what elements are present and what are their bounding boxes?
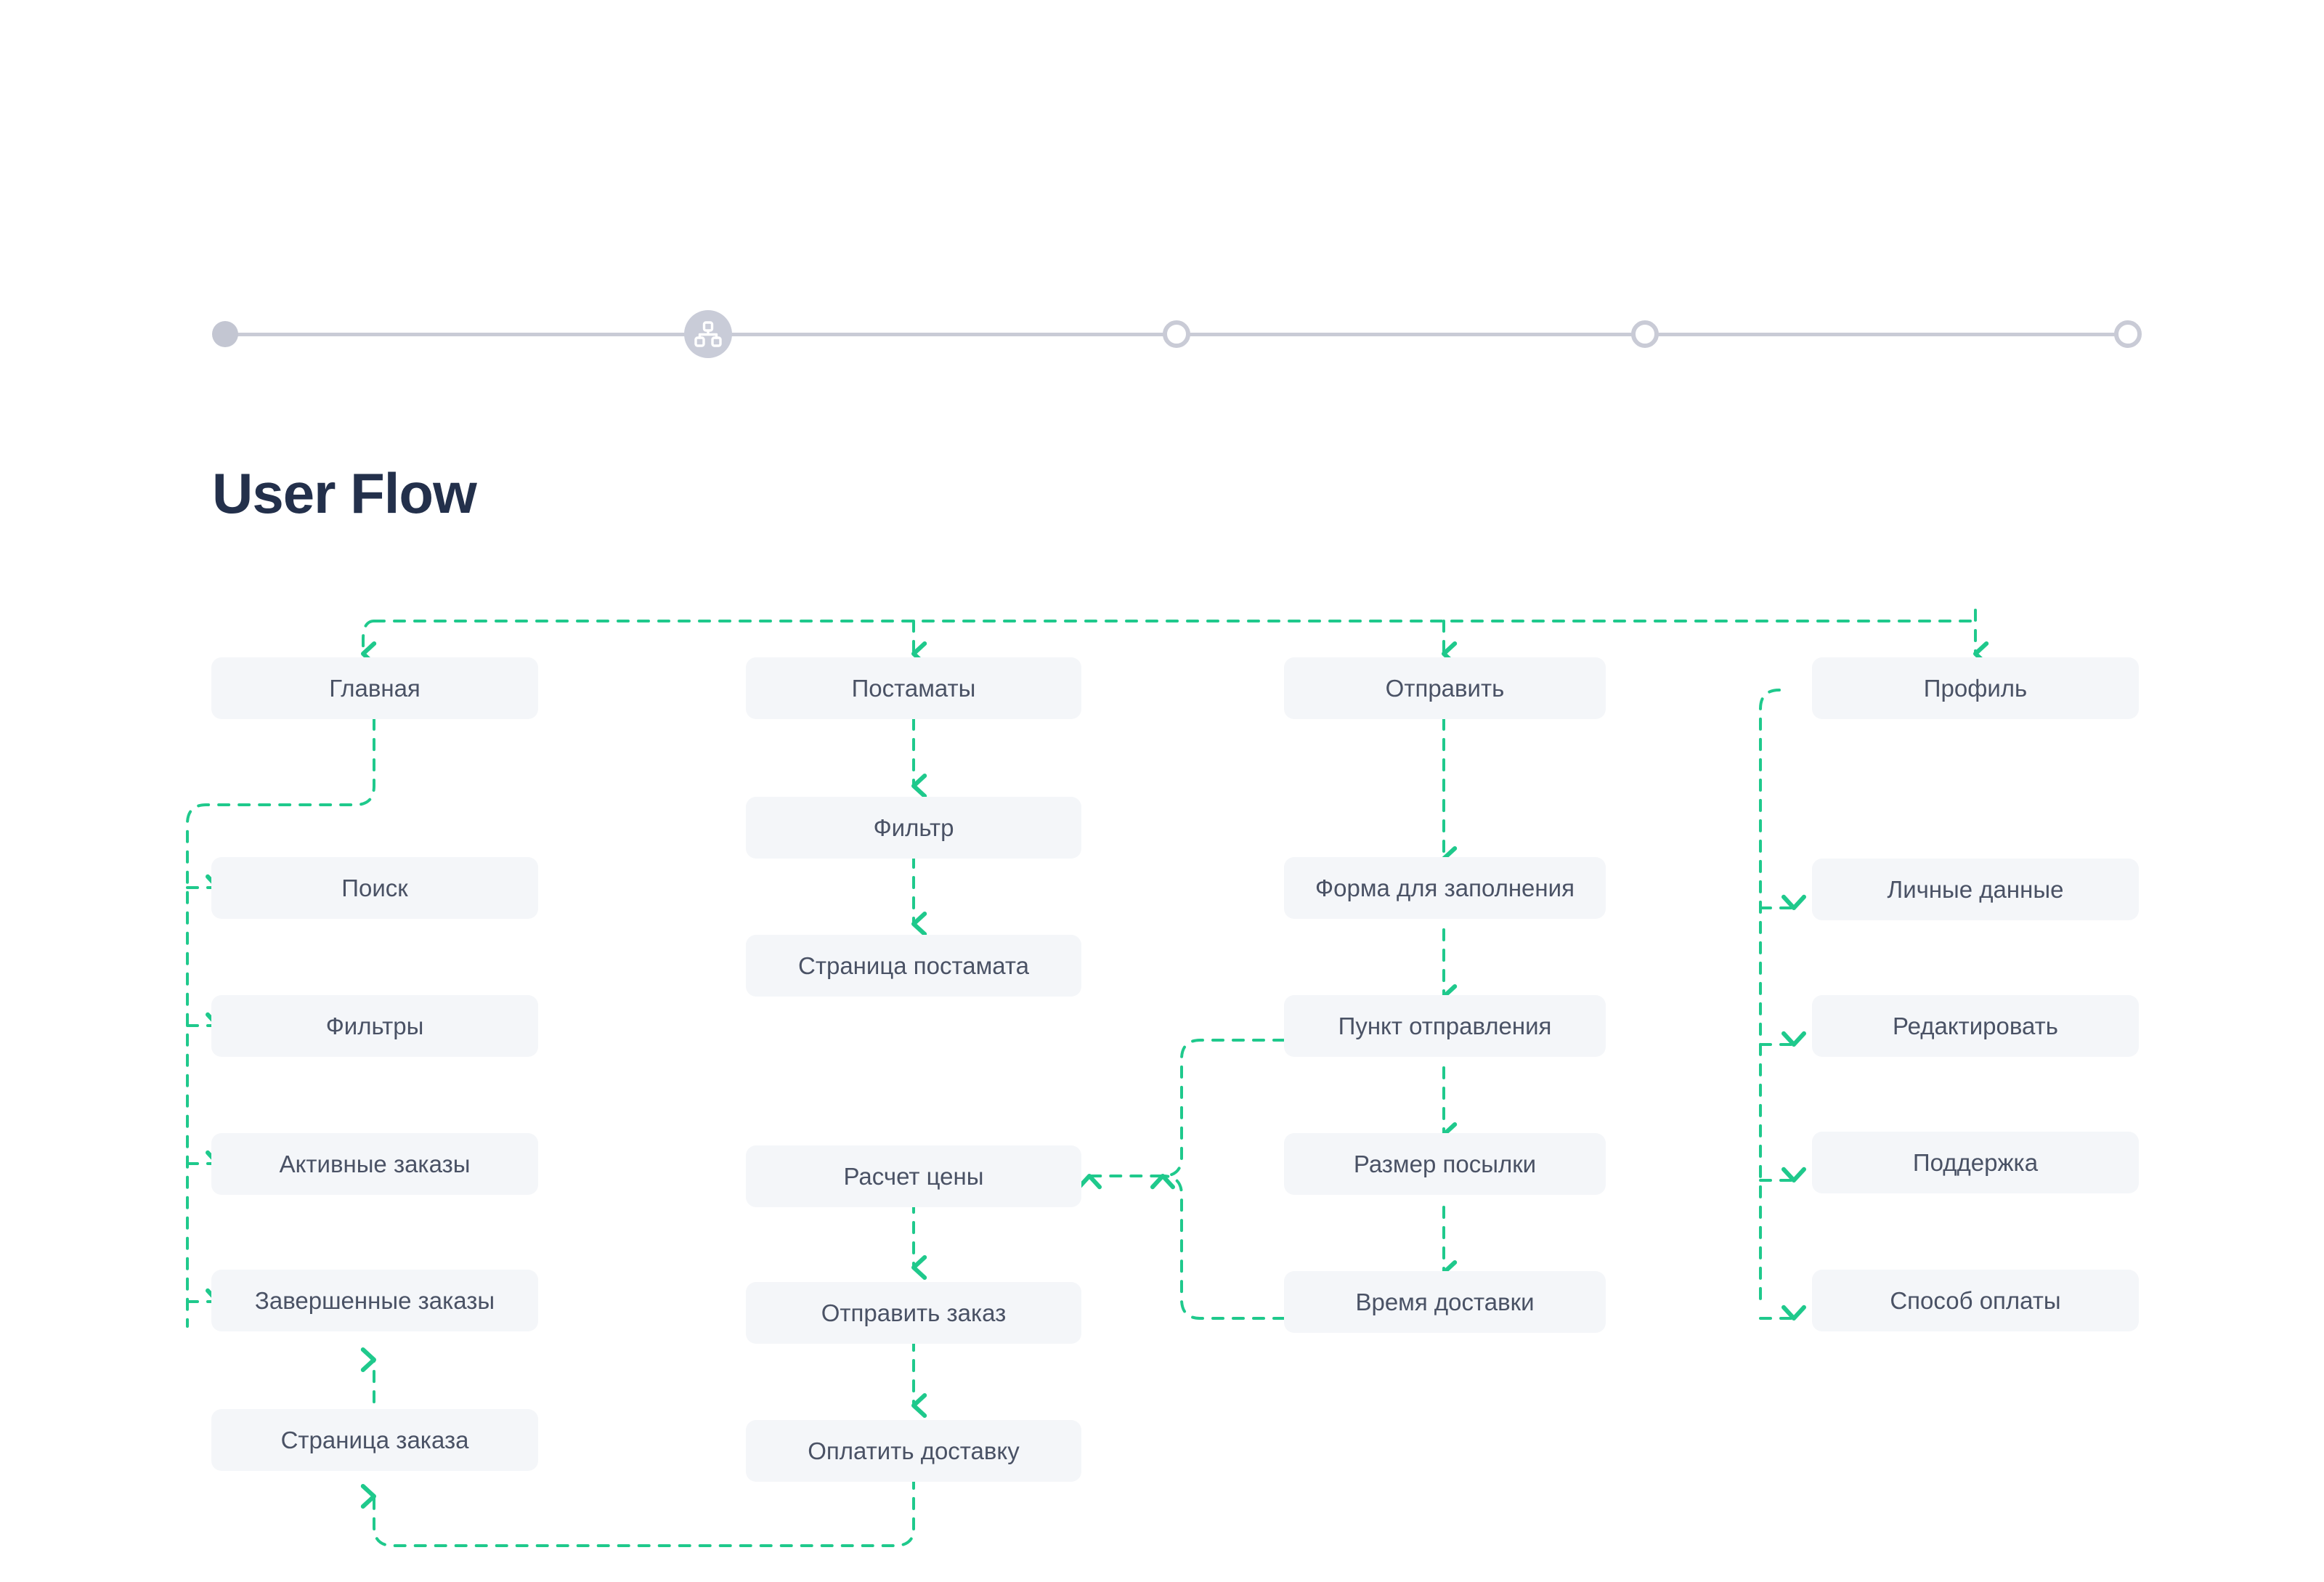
stepper-step-4[interactable] bbox=[1631, 320, 1659, 348]
flow-node-razmer-posylki[interactable]: Размер посылки bbox=[1284, 1133, 1606, 1195]
flow-node-redaktirovat[interactable]: Редактировать bbox=[1812, 995, 2139, 1057]
stepper-dot-empty-icon bbox=[2114, 320, 2142, 348]
flow-node-stranica-postamata[interactable]: Страница постамата bbox=[746, 935, 1081, 997]
flow-node-otpravit[interactable]: Отправить bbox=[1284, 657, 1606, 719]
progress-stepper bbox=[211, 309, 2142, 360]
flow-node-aktivnye-zakazy[interactable]: Активные заказы bbox=[211, 1133, 538, 1195]
flow-node-profil[interactable]: Профиль bbox=[1812, 657, 2139, 719]
flow-node-lichnye-dannye[interactable]: Личные данные bbox=[1812, 859, 2139, 920]
flow-node-filtr[interactable]: Фильтр bbox=[746, 797, 1081, 859]
flow-node-stranica-zakaza[interactable]: Страница заказа bbox=[211, 1409, 538, 1471]
stepper-step-5[interactable] bbox=[2114, 320, 2142, 348]
flow-node-forma-dlya-zapolneniya[interactable]: Форма для заполнения bbox=[1284, 857, 1606, 919]
flow-node-oplatit-dostavku[interactable]: Оплатить доставку bbox=[746, 1420, 1081, 1482]
stepper-step-1[interactable] bbox=[212, 321, 238, 347]
flow-node-sposob-oplaty[interactable]: Способ оплаты bbox=[1812, 1270, 2139, 1331]
stepper-dot-filled-icon bbox=[212, 321, 238, 347]
flow-node-glavnaya[interactable]: Главная bbox=[211, 657, 538, 719]
stepper-dot-empty-icon bbox=[1163, 320, 1190, 348]
flow-node-raschet-ceny[interactable]: Расчет цены bbox=[746, 1145, 1081, 1207]
flow-node-postamaty[interactable]: Постаматы bbox=[746, 657, 1081, 719]
flow-node-otpravit-zakaz[interactable]: Отправить заказ bbox=[746, 1282, 1081, 1344]
flow-node-poisk[interactable]: Поиск bbox=[211, 857, 538, 919]
stepper-step-3[interactable] bbox=[1163, 320, 1190, 348]
flow-node-punkt-otpravleniya[interactable]: Пункт отправления bbox=[1284, 995, 1606, 1057]
sitemap-icon bbox=[684, 310, 732, 358]
stepper-dot-empty-icon bbox=[1631, 320, 1659, 348]
page-title: User Flow bbox=[212, 461, 477, 525]
flow-node-filtry[interactable]: Фильтры bbox=[211, 995, 538, 1057]
flow-node-vremya-dostavki[interactable]: Время доставки bbox=[1284, 1271, 1606, 1333]
flow-node-zavershennye-zakazy[interactable]: Завершенные заказы bbox=[211, 1270, 538, 1331]
flow-node-podderzhka[interactable]: Поддержка bbox=[1812, 1132, 2139, 1193]
stepper-step-2[interactable] bbox=[684, 310, 732, 358]
